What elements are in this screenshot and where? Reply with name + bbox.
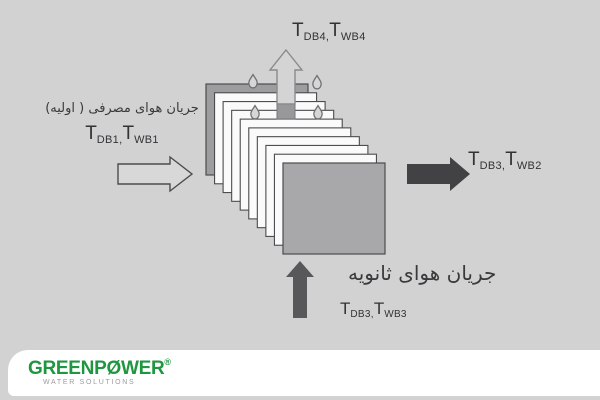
temp-symbol: T xyxy=(85,123,97,144)
brand-logo: GREENPØWER® xyxy=(28,357,171,380)
water-droplet-icon xyxy=(248,73,258,89)
temp-subscript: DB1, xyxy=(96,134,123,146)
temp-subscript: DB4, xyxy=(303,31,330,43)
temp-symbol: T xyxy=(373,299,385,318)
temp-subscript: WB2 xyxy=(516,160,542,172)
temp-subscript: DB3, xyxy=(350,309,374,320)
exhaust-slot xyxy=(276,102,296,120)
registered-trademark-icon: ® xyxy=(164,357,172,367)
heat-exchanger-box xyxy=(205,83,386,255)
temp-symbol: T xyxy=(329,20,341,41)
temp-label-secondary-inlet: TDB3,TWB3 xyxy=(340,299,407,320)
temp-subscript: DB3, xyxy=(479,160,506,172)
brand-name-post: WER xyxy=(120,358,165,379)
brand-o-icon: Ø xyxy=(106,358,121,379)
temp-symbol: T xyxy=(468,149,480,170)
secondary-air-inlet-arrow-icon xyxy=(286,261,314,318)
primary-air-inlet-arrow-icon xyxy=(117,155,194,193)
temp-symbol: T xyxy=(122,123,135,144)
supply-air-outlet-arrow-icon xyxy=(407,157,470,191)
water-droplet-icon xyxy=(250,104,260,120)
temp-subscript: WB4 xyxy=(340,31,366,43)
temp-subscript: WB3 xyxy=(384,309,407,320)
temp-symbol: T xyxy=(292,20,304,41)
temp-label-exhaust: TDB4,TWB4 xyxy=(292,20,366,43)
box-front-face xyxy=(282,162,386,255)
temp-subscript: WB1 xyxy=(134,134,159,146)
brand-card: GREENPØWER® WATER SOLUTIONS xyxy=(8,350,600,396)
water-droplets xyxy=(248,73,323,120)
water-droplet-icon xyxy=(312,74,322,90)
primary-air-caption: جریان هوای مصرفی ( اولیه) xyxy=(45,101,199,116)
water-droplet-icon xyxy=(313,104,323,120)
temp-label-supply-outlet: TDB3,TWB2 xyxy=(468,149,542,172)
brand-name-pre: GREENP xyxy=(28,358,107,379)
exhaust-air-arrow-icon xyxy=(268,48,304,105)
brand-tagline: WATER SOLUTIONS xyxy=(43,379,136,386)
temp-label-primary-inlet: TDB1,TWB1 xyxy=(42,123,202,146)
secondary-air-caption: جریان هوای ثانویه xyxy=(348,261,497,285)
temp-symbol: T xyxy=(505,149,517,170)
temp-symbol: T xyxy=(340,299,351,318)
